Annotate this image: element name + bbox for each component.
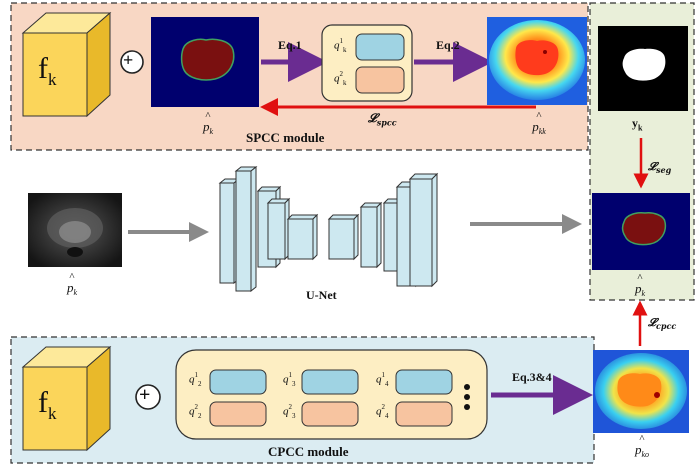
spcc-p-hat-input: ^pk: [202, 110, 214, 136]
cpcc-feature-label: fk: [38, 386, 57, 423]
predicted-map: [592, 193, 690, 270]
spcc-q2-label: q2k: [334, 70, 347, 87]
spcc-input-map: [151, 17, 259, 107]
seg-loss-label: 𝓛seg: [648, 160, 672, 176]
spcc-q1-bar: [355, 33, 405, 61]
cpcc-q2-1-bar: [209, 369, 267, 395]
cpcc-plus-circle: [135, 384, 161, 410]
spcc-plus-circle: [120, 50, 144, 74]
cpcc-loss-label: 𝓛cpcc: [648, 316, 677, 332]
cpcc-q2-1-label: q12: [189, 371, 202, 388]
unet-label: U-Net: [306, 288, 337, 302]
cpcc-feature-cube: [21, 345, 112, 452]
mri-input-image: [28, 193, 122, 267]
cpcc-q3-2-label: q23: [283, 403, 296, 420]
cpcc-q3-2-bar: [301, 401, 359, 427]
spcc-output-heatmap: [487, 17, 587, 105]
cpcc-q2-2-label: q22: [189, 403, 202, 420]
eq1-label: Eq.1: [278, 38, 302, 52]
spcc-loss-label: 𝓛spcc: [368, 111, 397, 128]
unet-blocks: [218, 165, 439, 293]
spcc-feature-cube: [21, 11, 112, 118]
spcc-module-title: SPCC module: [246, 130, 325, 145]
cpcc-q4-2-bar: [395, 401, 453, 427]
spcc-q2-bar: [355, 66, 405, 94]
cpcc-q4-2-label: q24: [376, 403, 389, 420]
cpcc-q2-2-bar: [209, 401, 267, 427]
eq34-label: Eq.3&4: [512, 370, 552, 384]
mri-input-label: ^pk: [66, 271, 78, 297]
spcc-plus-symbol: +: [123, 50, 134, 70]
cpcc-q4-1-bar: [395, 369, 453, 395]
ellipsis-dots: [464, 384, 470, 410]
cpcc-output-heatmap: [593, 350, 689, 433]
eq2-label: Eq.2: [436, 38, 460, 52]
ground-truth-label: yk: [632, 116, 643, 133]
predicted-p-hat-label: ^pk: [634, 272, 646, 298]
cpcc-q3-1-bar: [301, 369, 359, 395]
cpcc-q3-1-label: q13: [283, 371, 296, 388]
cpcc-p-hat-output: ^pko: [634, 433, 650, 459]
spcc-feature-label: fk: [38, 52, 57, 89]
cpcc-q4-1-label: q14: [376, 371, 389, 388]
spcc-p-hat-output: ^pkk: [532, 110, 546, 136]
ground-truth-mask: [598, 26, 688, 111]
cpcc-plus-symbol: +: [139, 384, 151, 406]
cpcc-module-title: CPCC module: [268, 444, 349, 459]
spcc-q1-label: q1k: [334, 37, 347, 54]
